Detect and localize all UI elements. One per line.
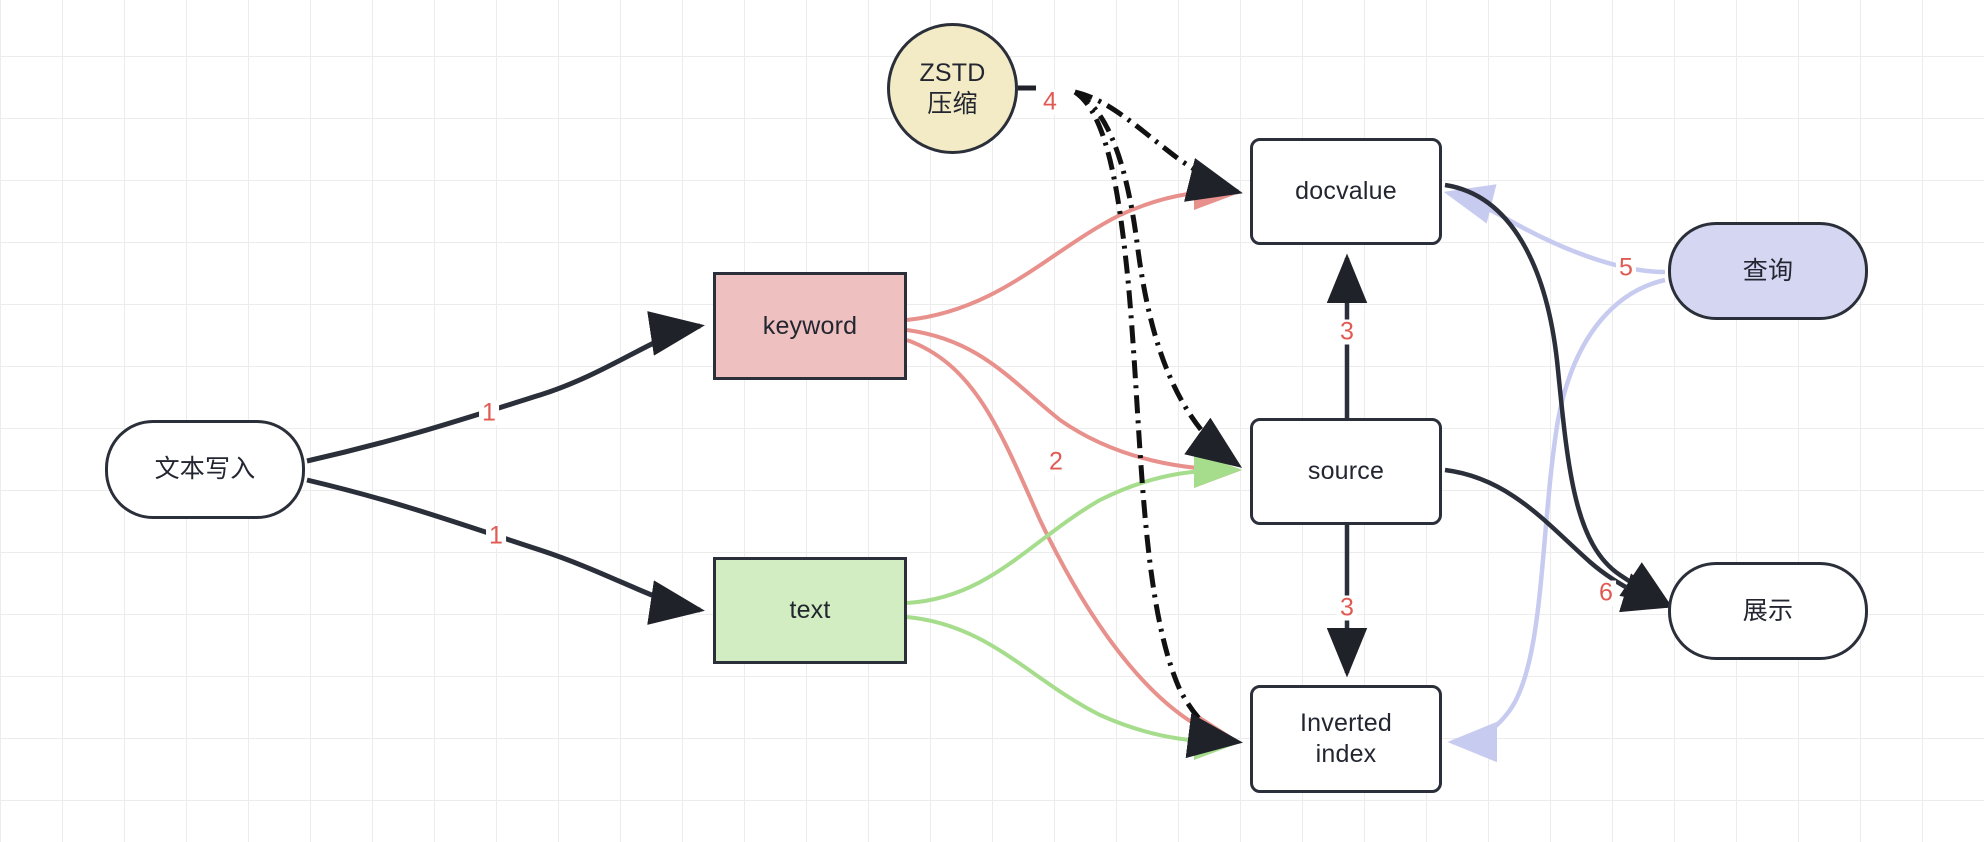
node-keyword-label: keyword [762,311,858,340]
edge-keyword-to-docvalue [906,173,1242,322]
edge-label-3-inverted: 3 [1337,595,1357,621]
edge-label-2: 2 [1046,449,1066,475]
node-inverted-index[interactable]: Inverted index [1250,685,1442,793]
node-docvalue-label: docvalue [1295,177,1397,205]
node-source[interactable]: source [1250,418,1442,525]
edge-label-5: 5 [1616,255,1636,281]
node-display-label: 展示 [1742,596,1794,625]
node-zstd[interactable]: ZSTD 压缩 [887,23,1018,154]
edge-source-to-display [1444,467,1673,613]
edge-zstd-to-docvalue [1074,89,1243,202]
edge-label-4: 4 [1040,89,1060,115]
edge-zstd-to-source [1073,89,1243,468]
edge-text-to-source [906,452,1242,605]
node-inverted-index-label: Inverted index [1300,709,1392,768]
node-keyword[interactable]: keyword [713,272,907,380]
edge-keyword-to-inverted [906,338,1242,751]
edge-write-to-text [306,477,705,625]
node-zstd-label: ZSTD 压缩 [919,58,986,118]
edge-label-1-text: 1 [486,523,506,549]
node-docvalue[interactable]: docvalue [1250,138,1442,245]
edge-docvalue-to-display [1444,182,1672,607]
node-text[interactable]: text [713,557,907,664]
node-query-label: 查询 [1742,256,1794,285]
edge-query-to-inverted [1447,277,1666,763]
edge-label-6: 6 [1596,580,1616,606]
node-write-label: 文本写入 [154,455,256,483]
node-write[interactable]: 文本写入 [105,420,305,519]
node-display[interactable]: 展示 [1668,562,1868,660]
edge-text-to-inverted [906,615,1242,760]
edge-keyword-to-source [906,328,1242,488]
node-query[interactable]: 查询 [1668,222,1868,320]
edge-write-to-keyword [306,311,705,464]
edge-zstd-to-inverted [1073,89,1243,759]
node-source-label: source [1307,457,1385,485]
node-text-label: text [789,596,831,624]
edge-label-1-keyword: 1 [479,400,499,426]
edge-label-3-docvalue: 3 [1337,319,1357,345]
